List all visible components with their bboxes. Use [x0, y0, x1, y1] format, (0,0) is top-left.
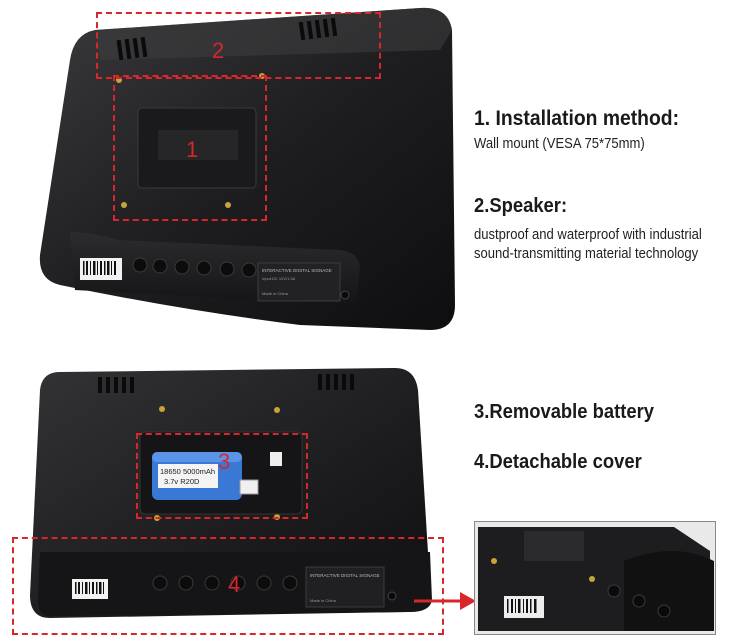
callout-box-2 [96, 12, 381, 79]
callout-box-1 [113, 75, 267, 221]
battery-label-voltage: 3.7v R20D [164, 477, 200, 486]
feature-2-desc-line-1: dustproof and waterproof with industrial [474, 227, 702, 243]
bottom-device-photo: 18650 5000mAh 3.7v R20D INTERACTIVE DIGI… [30, 368, 432, 618]
feature-1-title: 1. Installation method: [474, 107, 680, 130]
top-label-made-in: Made in China [262, 291, 289, 296]
arrow-right-icon [414, 592, 476, 610]
top-label-input: Input:DC 12V/1.5A [262, 276, 296, 281]
bottom-label-made-in: Made in China [310, 598, 337, 603]
callout-number-1: 1 [186, 137, 199, 162]
bottom-label-product: INTERACTIVE DIGITAL SIGNAGE [310, 573, 380, 578]
feature-4-title: 4.Detachable cover [474, 451, 642, 473]
feature-3-title: 3.Removable battery [474, 401, 654, 423]
callout-number-4: 4 [228, 572, 241, 597]
feature-2-desc-line-2: sound-transmitting material technology [474, 246, 699, 262]
top-label-product: INTERACTIVE DIGITAL SIGNAGE [262, 268, 332, 273]
callout-box-4 [12, 537, 444, 635]
callout-number-3: 3 [218, 449, 231, 474]
battery-label-capacity: 18650 5000mAh [160, 467, 215, 476]
cover-closeup-inset [474, 521, 716, 635]
feature-2-title: 2.Speaker: [474, 195, 568, 217]
feature-1-desc-line-1: Wall mount (VESA 75*75mm) [474, 136, 645, 152]
callout-box-3 [136, 433, 308, 519]
top-device-photo: INTERACTIVE DIGITAL SIGNAGE Input:DC 12V… [39, 7, 455, 330]
callout-number-2: 2 [212, 38, 225, 63]
